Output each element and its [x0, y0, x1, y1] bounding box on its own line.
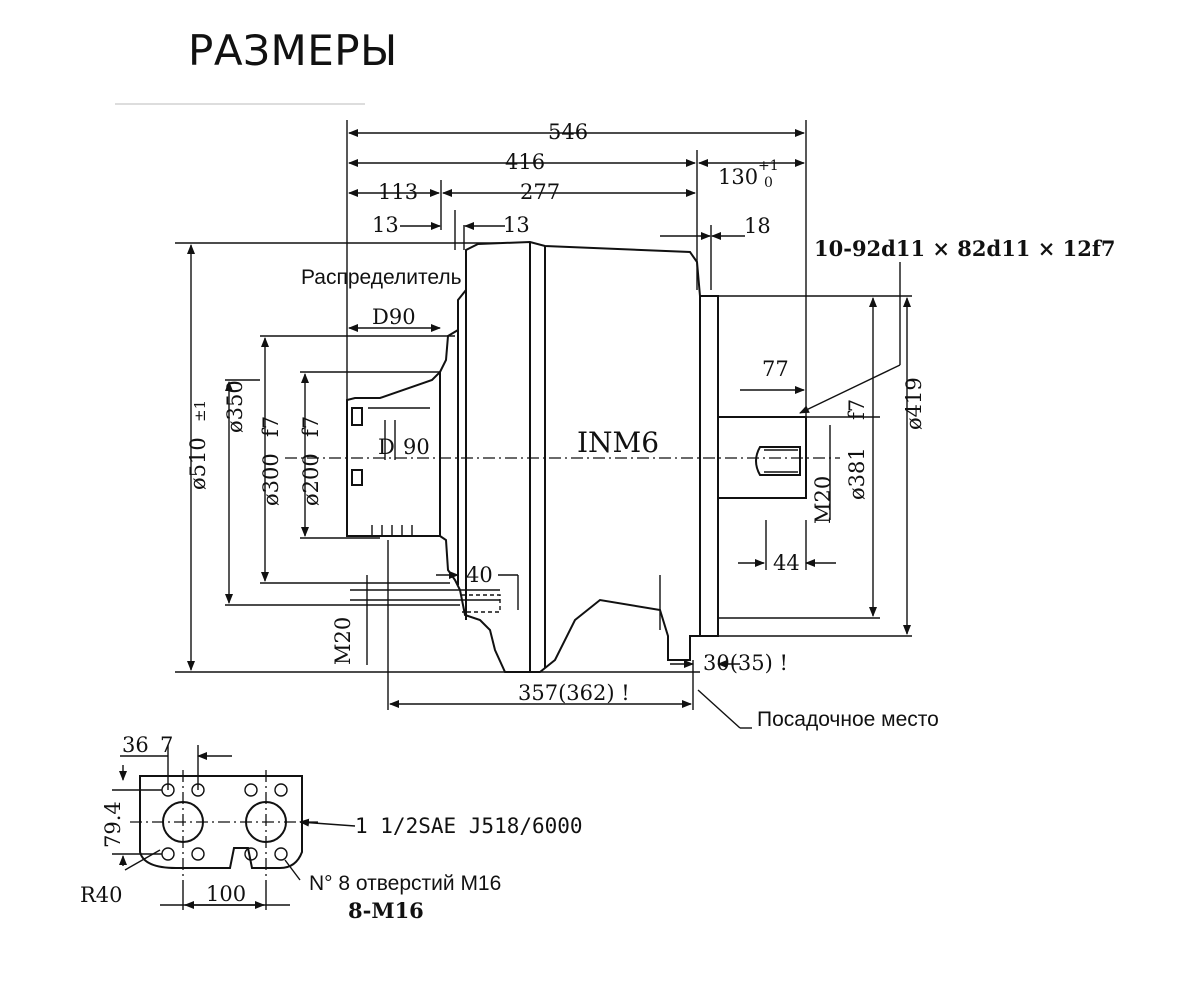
dim-30-35: 30(35) ! — [703, 651, 788, 675]
dim-357-362: 357(362) ! — [518, 681, 630, 705]
dim-m20-shaft: M20 — [811, 476, 835, 524]
dim-77: 77 — [762, 357, 789, 381]
dim-dia-381: ø381 — [845, 447, 869, 500]
holes-label: N° 8 отверстий M16 — [309, 872, 501, 895]
dim-dia-350: ø350 — [223, 380, 247, 433]
dim-d90-inner-d: D — [378, 435, 395, 459]
dim-dia-300: ø300 — [259, 453, 283, 506]
dim-dia-200: ø200 — [299, 453, 323, 506]
dim-port-7: 7 — [160, 733, 173, 757]
dim-port-r40: R40 — [80, 883, 123, 907]
extension-lines — [175, 120, 912, 710]
port-face-view — [112, 745, 356, 910]
dim-dia-510-tol: ±1 — [191, 400, 209, 422]
dim-d90-top: D90 — [372, 305, 416, 329]
distributor-label: Распределитель — [301, 266, 462, 289]
dim-dia-381-f7: f7 — [845, 399, 869, 420]
dim-18: 18 — [744, 214, 771, 238]
page-title: РАЗМЕРЫ — [188, 26, 398, 75]
dim-dia-200-f7: f7 — [299, 416, 323, 437]
dim-13-left: 13 — [372, 213, 399, 237]
dim-113: 113 — [378, 180, 418, 204]
dim-416: 416 — [505, 150, 545, 174]
dim-d90-inner-90: 90 — [403, 435, 430, 459]
dim-dia-510: ø510 — [186, 437, 210, 490]
dim-port-100: 100 — [206, 882, 246, 906]
dimension-text: 546 416 130 +1 0 113 277 13 13 18 D90 D … — [80, 120, 1116, 923]
dim-546: 546 — [548, 120, 588, 144]
leader-lines — [350, 262, 901, 729]
spline-spec: 10-92d11 × 82d11 × 12f7 — [814, 236, 1116, 261]
dim-130-tol-top: +1 — [758, 158, 779, 174]
dim-dia-300-f7: f7 — [259, 416, 283, 437]
dim-44: 44 — [773, 551, 800, 575]
dim-port-79-4: 79.4 — [101, 801, 125, 848]
russian-annotations: Распределитель Посадочное место N° 8 отв… — [301, 266, 939, 895]
dim-277: 277 — [520, 180, 560, 204]
dim-m20-left: M20 — [331, 617, 355, 665]
dim-130: 130 — [718, 165, 758, 189]
dim-port-36: 36 — [122, 733, 149, 757]
bolt-spec: 8-M16 — [348, 898, 424, 923]
dim-dia-419: ø419 — [902, 377, 926, 430]
dim-40: 40 — [466, 563, 493, 587]
dim-130-tol-bottom: 0 — [764, 175, 773, 191]
port-spec: 1 1/2SAE J518/6000 — [355, 814, 583, 838]
seat-label: Посадочное место — [757, 708, 939, 731]
dim-13-right: 13 — [503, 213, 530, 237]
diameter-dimensions — [187, 244, 911, 671]
top-dimensions — [348, 129, 805, 332]
model-label: INM6 — [577, 426, 659, 459]
